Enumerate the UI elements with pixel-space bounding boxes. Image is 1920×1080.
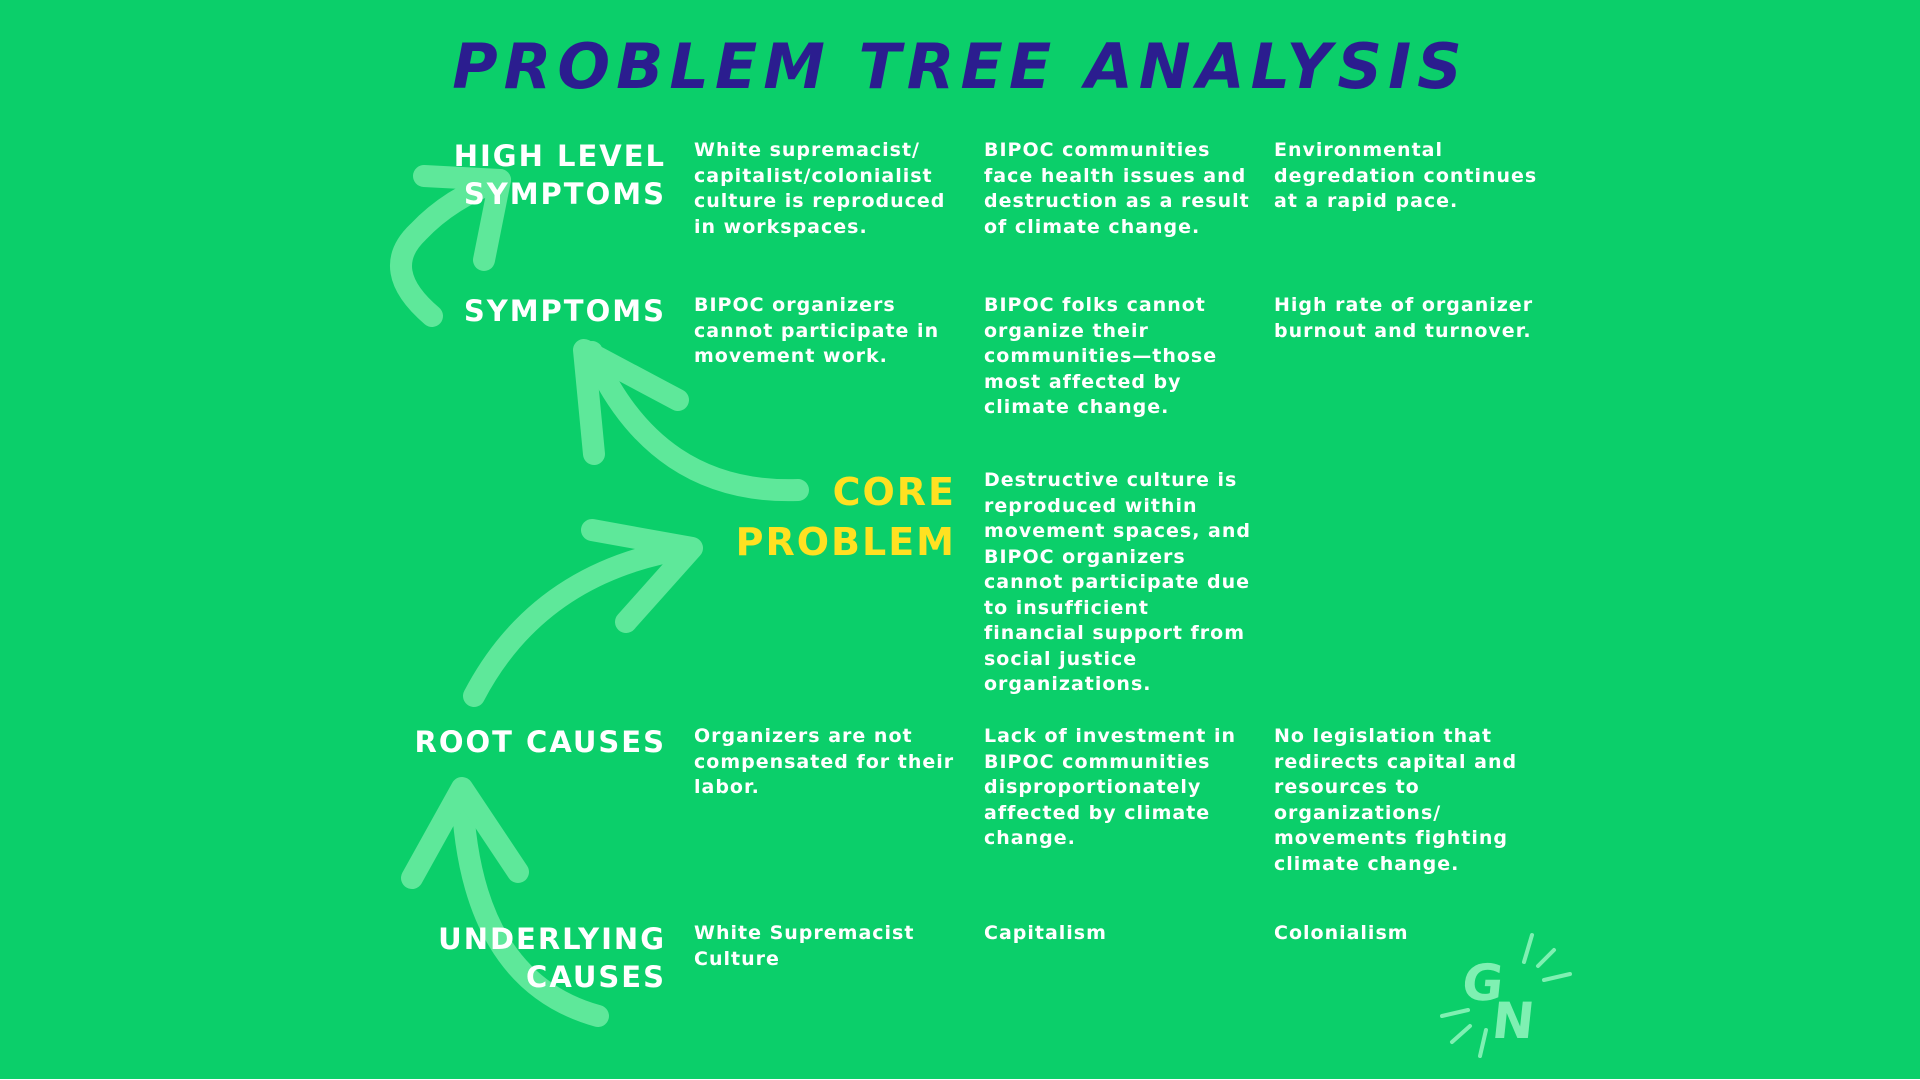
- level-label-root-causes: ROOT CAUSES: [414, 725, 666, 759]
- cell-root-causes-3: No legislation that redirects capital an…: [1274, 725, 1518, 875]
- cell-underlying-causes-2: Capitalism: [984, 922, 1107, 944]
- svg-text:N: N: [1489, 991, 1537, 1050]
- level-label-symptoms: SYMPTOMS: [463, 294, 666, 328]
- cell-symptoms-2: BIPOC folks cannot organize their commun…: [984, 294, 1218, 418]
- level-label-high-level-symptoms: HIGH LEVEL SYMPTOMS: [453, 139, 666, 211]
- cell-core-problem: Destructive culture is reproduced within…: [984, 469, 1251, 695]
- level-label-core-problem: CORE PROBLEM: [735, 470, 956, 564]
- cell-root-causes-2: Lack of investment in BIPOC communities …: [984, 725, 1237, 849]
- cell-symptoms-1: BIPOC organizers cannot participate in m…: [694, 294, 940, 367]
- level-label-underlying-causes: UNDERLYING CAUSES: [438, 922, 666, 994]
- page-title: PROBLEM TREE ANALYSIS: [452, 30, 1468, 103]
- cell-underlying-causes-3: Colonialism: [1274, 922, 1409, 944]
- cell-underlying-causes-1: White Supremacist Culture: [694, 922, 915, 970]
- cell-high-level-symptoms-2: BIPOC communities face health issues and…: [984, 139, 1250, 238]
- cell-root-causes-1: Organizers are not compensated for their…: [694, 725, 955, 798]
- svg-text:G: G: [1459, 953, 1506, 1012]
- gn-logo-icon: G N: [1440, 933, 1572, 1058]
- cell-high-level-symptoms-1: White supremacist/ capitalist/colonialis…: [694, 139, 946, 238]
- arrow-root-to-core-icon: [463, 519, 703, 707]
- cell-high-level-symptoms-3: Environmental degredation continues at a…: [1274, 139, 1538, 212]
- cell-symptoms-3: High rate of organizer burnout and turno…: [1274, 294, 1534, 342]
